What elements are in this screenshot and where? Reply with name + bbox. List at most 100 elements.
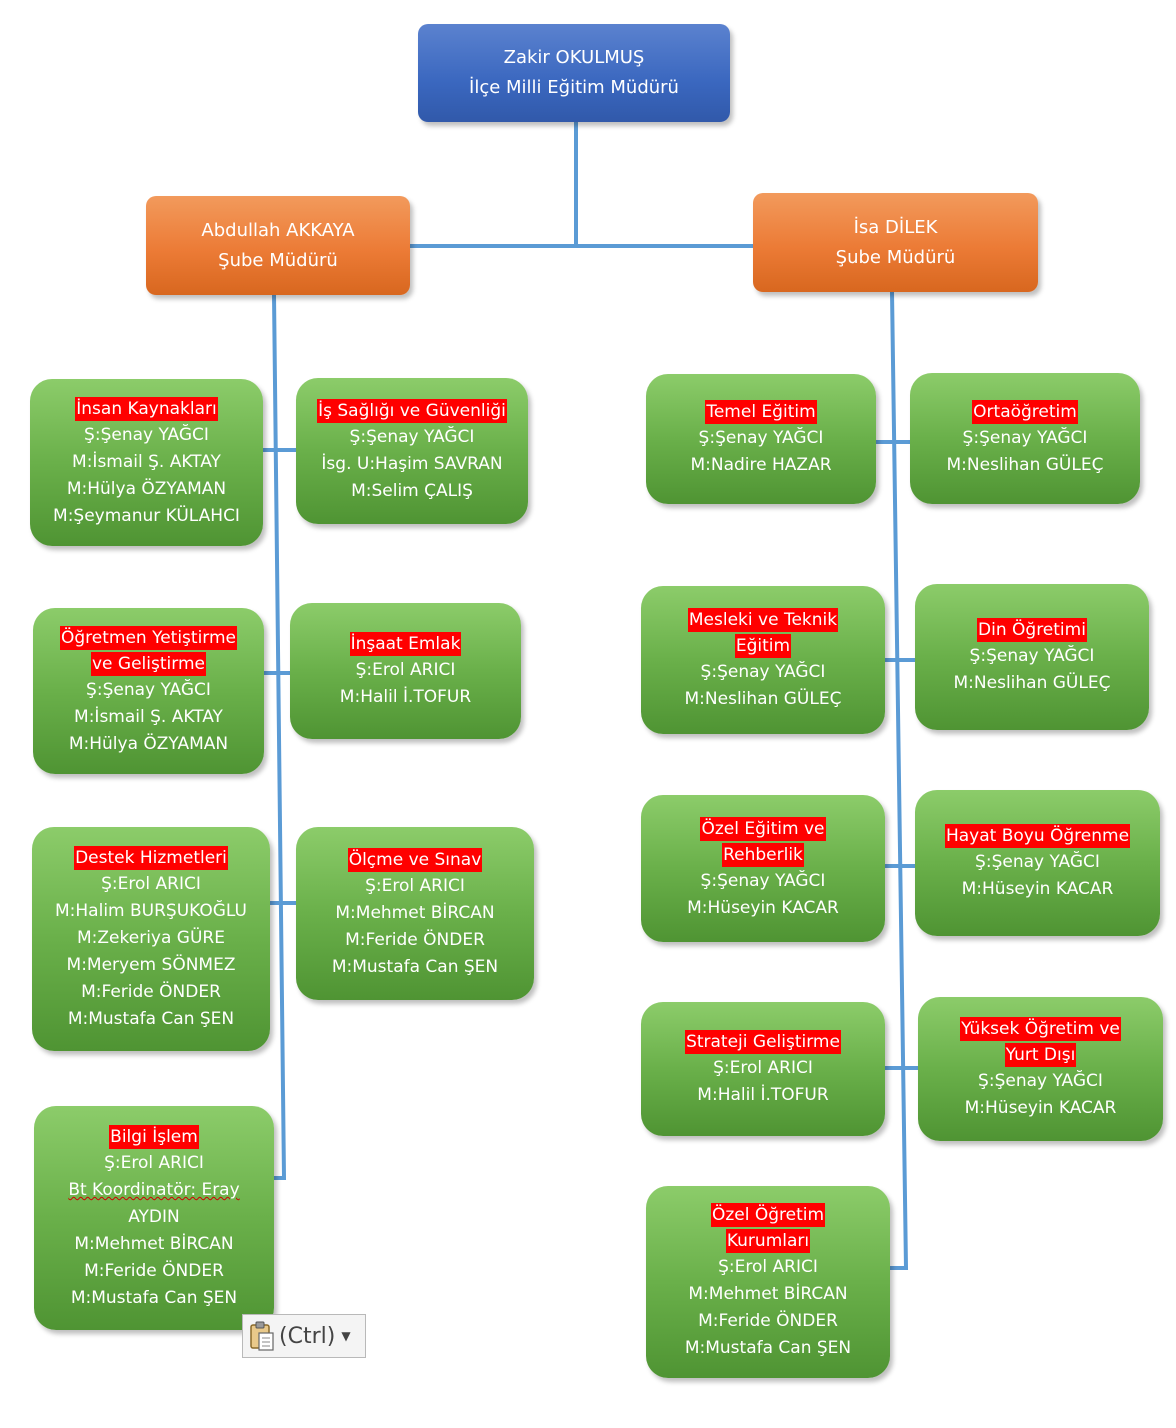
unit-line: M:Mehmet BİRCAN (335, 902, 495, 923)
paste-options-button[interactable]: (Ctrl) ▼ (242, 1314, 366, 1358)
paste-options-label: (Ctrl) (279, 1323, 336, 1349)
unit-ozel-ogretim-kurumlari: Özel Öğretim Kurumları Ş:Erol ARICI M:Me… (646, 1186, 890, 1378)
unit-line: M:Feride ÖNDER (84, 1261, 224, 1281)
director-box: Zakir OKULMUŞ İlçe Milli Eğitim Müdürü (418, 24, 730, 122)
unit-line: M:Feride ÖNDER (698, 1311, 838, 1331)
unit-ogretmen-yetistirme: Öğretmen Yetiştirme ve Geliştirme Ş:Şena… (33, 608, 264, 774)
unit-line: Ş:Şenay YAĞCI (978, 1071, 1103, 1091)
unit-line: Ş:Erol ARICI (101, 874, 201, 894)
unit-line: M:Meryem SÖNMEZ (66, 955, 236, 975)
unit-line: Ş:Erol ARICI (365, 875, 465, 896)
unit-line: Ş:Şenay YAĞCI (698, 428, 824, 448)
unit-title: Öğretmen Yetiştirme (59, 625, 238, 650)
unit-title: Eğitim (734, 634, 792, 658)
director-name: Zakir OKULMUŞ (503, 47, 645, 68)
unit-hayat-boyu: Hayat Boyu Öğrenme Ş:Şenay YAĞCI M:Hüsey… (915, 790, 1160, 936)
unit-title: İnşaat Emlak (349, 632, 462, 656)
unit-title: Özel Öğretim (710, 1203, 826, 1227)
unit-title: Temel Eğitim (705, 400, 817, 424)
unit-title: Ortaöğretim (972, 399, 1078, 424)
unit-title: Din Öğretimi (977, 618, 1087, 642)
unit-line: Bt Koordinatör: Eray (68, 1180, 240, 1200)
unit-title: Özel Eğitim ve (700, 816, 826, 841)
unit-line: M:Mehmet BİRCAN (688, 1284, 848, 1304)
unit-destek-hizmetleri: Destek Hizmetleri Ş:Erol ARICI M:Halim B… (32, 827, 270, 1051)
unit-title: Yurt Dışı (1004, 1043, 1077, 1067)
unit-line: M:İsmail Ş. AKTAY (74, 706, 223, 727)
connector-right-trunk (890, 291, 909, 1270)
manager-title: Şube Müdürü (218, 249, 338, 271)
unit-line: M:Hüseyin KACAR (961, 879, 1114, 899)
unit-line: M:Halim BURŞUKOĞLU (55, 901, 247, 921)
unit-line: M:İsmail Ş. AKTAY (72, 451, 221, 472)
chevron-down-icon[interactable]: ▼ (341, 1329, 351, 1343)
unit-line: M:Şeymanur KÜLAHCI (53, 505, 240, 526)
unit-title: Hayat Boyu Öğrenme (944, 824, 1131, 848)
connector-left-trunk (268, 294, 287, 1180)
unit-line: M:Mustafa Can ŞEN (67, 1009, 235, 1029)
unit-line: Ş:Erol ARICI (713, 1058, 813, 1078)
unit-line: M:Hülya ÖZYAMAN (68, 733, 229, 754)
unit-line: Ş:Şenay YAĞCI (700, 662, 826, 682)
unit-line: AYDIN (128, 1207, 180, 1227)
unit-line: Ş:Şenay YAĞCI (969, 646, 1095, 666)
unit-title: İnsan Kaynakları (75, 396, 218, 421)
unit-din-ogretimi: Din Öğretimi Ş:Şenay YAĞCI M:Neslihan GÜ… (915, 584, 1149, 730)
unit-line: Ş:Şenay YAĞCI (349, 426, 475, 447)
clipboard-icon (249, 1321, 275, 1351)
unit-title: Yüksek Öğretim ve (960, 1017, 1121, 1041)
unit-strateji-gelistirme: Strateji Geliştirme Ş:Erol ARICI M:Halil… (641, 1002, 885, 1136)
unit-line: Ş:Erol ARICI (718, 1257, 818, 1277)
unit-is-sagligi: İş Sağlığı ve Güvenliği Ş:Şenay YAĞCI İs… (296, 378, 528, 524)
unit-line: M:Hüseyin KACAR (687, 897, 839, 918)
unit-ozel-egitim: Özel Eğitim ve Rehberlik Ş:Şenay YAĞCI M… (641, 795, 885, 942)
unit-line: Ş:Şenay YAĞCI (84, 424, 209, 445)
manager-box-right: İsa DİLEK Şube Müdürü (753, 193, 1038, 292)
unit-mesleki-teknik: Mesleki ve Teknik Eğitim Ş:Şenay YAĞCI M… (641, 586, 885, 734)
unit-line: M:Feride ÖNDER (81, 982, 221, 1002)
unit-line: Ş:Şenay YAĞCI (962, 427, 1088, 448)
manager-box-left: Abdullah AKKAYA Şube Müdürü (146, 196, 410, 295)
unit-line: M:Mustafa Can ŞEN (70, 1288, 238, 1308)
unit-line: M:Halil İ.TOFUR (697, 1085, 829, 1105)
unit-line: Ş:Erol ARICI (355, 660, 456, 680)
unit-title: Destek Hizmetleri (74, 846, 228, 870)
director-title: İlçe Milli Eğitim Müdürü (469, 77, 679, 98)
unit-line: Ş:Erol ARICI (104, 1153, 204, 1173)
unit-line: M:Nadire HAZAR (690, 455, 832, 475)
unit-yuksek-ogretim: Yüksek Öğretim ve Yurt Dışı Ş:Şenay YAĞC… (918, 997, 1163, 1141)
unit-line: M:Selim ÇALIŞ (351, 480, 473, 501)
unit-title: İş Sağlığı ve Güvenliği (317, 398, 507, 423)
unit-ortaogretim: Ortaöğretim Ş:Şenay YAĞCI M:Neslihan GÜL… (910, 373, 1140, 504)
unit-line: M:Feride ÖNDER (345, 929, 485, 950)
unit-line: Ş:Şenay YAĞCI (86, 679, 211, 700)
unit-title: Ölçme ve Sınav (347, 847, 483, 872)
unit-line: M:Neslihan GÜLEÇ (953, 673, 1111, 693)
unit-line: M:Hüseyin KACAR (964, 1098, 1117, 1118)
unit-line: M:Mustafa Can ŞEN (331, 956, 499, 977)
unit-line: Ş:Şenay YAĞCI (975, 852, 1100, 872)
unit-title: Rehberlik (722, 842, 804, 867)
unit-line: M:Zekeriya GÜRE (77, 928, 225, 948)
unit-title: Bilgi İşlem (109, 1125, 199, 1149)
unit-line: M:Mehmet BİRCAN (74, 1234, 234, 1254)
unit-line: M:Neslihan GÜLEÇ (946, 454, 1104, 475)
unit-line: M:Hülya ÖZYAMAN (66, 478, 227, 499)
manager-name: Abdullah AKKAYA (201, 219, 355, 241)
unit-line: İsg. U:Haşim SAVRAN (321, 453, 503, 474)
unit-line: Ş:Şenay YAĞCI (700, 870, 826, 891)
unit-line: M:Neslihan GÜLEÇ (684, 689, 842, 709)
unit-temel-egitim: Temel Eğitim Ş:Şenay YAĞCI M:Nadire HAZA… (646, 374, 876, 504)
unit-insaat-emlak: İnşaat Emlak Ş:Erol ARICI M:Halil İ.TOFU… (290, 603, 521, 739)
unit-line: M:Mustafa Can ŞEN (684, 1338, 852, 1358)
unit-insan-kaynaklari: İnsan Kaynakları Ş:Şenay YAĞCI M:İsmail … (30, 379, 263, 546)
unit-olcme-sinav: Ölçme ve Sınav Ş:Erol ARICI M:Mehmet BİR… (296, 827, 534, 1000)
unit-line: M:Halil İ.TOFUR (339, 687, 472, 707)
unit-title: ve Geliştirme (91, 651, 206, 676)
unit-title: Kurumları (725, 1229, 811, 1253)
unit-title: Mesleki ve Teknik (687, 608, 839, 632)
unit-title: Strateji Geliştirme (685, 1030, 841, 1054)
unit-bilgi-islem: Bilgi İşlem Ş:Erol ARICI Bt Koordinatör:… (34, 1106, 274, 1330)
manager-title: Şube Müdürü (835, 246, 956, 268)
